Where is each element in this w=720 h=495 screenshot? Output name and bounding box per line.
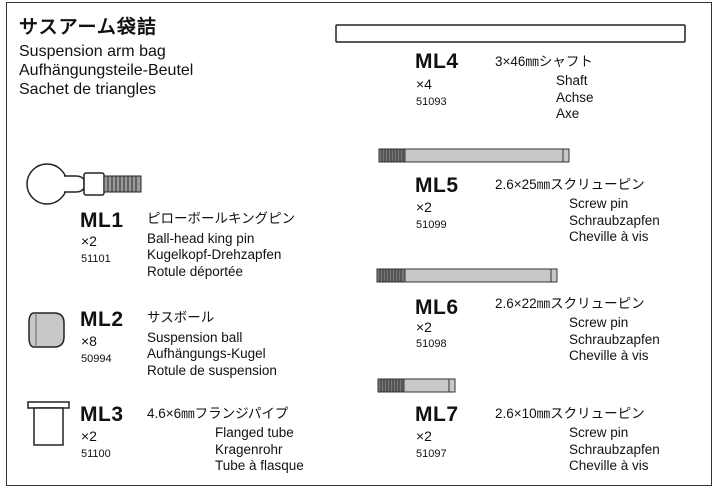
part-desc-ml5: Screw pin Schraubzapfen Cheville à vis bbox=[569, 196, 660, 246]
parts-panel-frame bbox=[6, 2, 712, 486]
part-name-fr-ml6: Cheville à vis bbox=[569, 348, 649, 363]
part-name-de-ml3: Kragenrohr bbox=[215, 441, 283, 457]
part-name-de-ml1: Kugelkopf-Drehzapfen bbox=[147, 247, 282, 262]
bag-title-jp: サスアーム袋詰 bbox=[19, 17, 157, 38]
part-qty-ml1: ×2 bbox=[81, 233, 97, 249]
part-desc-ml2: サスボール Suspension ball Aufhängungs-Kugel … bbox=[147, 310, 277, 379]
part-desc-ml7: Screw pin Schraubzapfen Cheville à vis bbox=[569, 425, 660, 475]
screw-pin-drawing-ml5 bbox=[378, 148, 570, 163]
part-code-ml3: ML3 bbox=[80, 403, 124, 426]
part-name-en-ml7: Screw pin bbox=[569, 425, 629, 440]
part-name-jp-ml7: 2.6×10㎜スクリューピン bbox=[495, 406, 645, 421]
part-name-de-ml6: Schraubzapfen bbox=[569, 331, 660, 347]
screw-pin-drawing-ml7 bbox=[377, 378, 456, 393]
shaft-drawing-ml4 bbox=[335, 24, 686, 43]
part-name-de-ml4: Achse bbox=[556, 89, 594, 105]
part-number-ml5: 51099 bbox=[416, 219, 447, 231]
part-desc-ml1: ピローボールキングピン Ball-head king pin Kugelkopf… bbox=[147, 211, 295, 280]
part-desc-ml6: Screw pin Schraubzapfen Cheville à vis bbox=[569, 315, 660, 365]
part-name-jp-ml1: ピローボールキングピン bbox=[147, 211, 296, 226]
part-number-ml3: 51100 bbox=[81, 448, 111, 460]
part-code-ml2: ML2 bbox=[80, 308, 124, 331]
part-code-ml4: ML4 bbox=[415, 50, 459, 73]
part-number-ml1: 51101 bbox=[81, 253, 111, 265]
part-qty-ml2: ×8 bbox=[81, 333, 97, 349]
part-name-en-ml5: Screw pin bbox=[569, 196, 629, 211]
part-name-fr-ml3: Tube à flasque bbox=[215, 458, 304, 473]
part-name-jp-ml3: 4.6×6㎜フランジパイプ bbox=[147, 406, 289, 421]
part-name-jp-ml5: 2.6×25㎜スクリューピン bbox=[495, 177, 645, 192]
suspension-ball-drawing bbox=[28, 312, 65, 348]
part-code-ml7: ML7 bbox=[415, 403, 459, 426]
part-name-fr-ml1: Rotule déportée bbox=[147, 263, 244, 279]
part-qty-ml3: ×2 bbox=[81, 428, 97, 444]
part-name-en-ml4: Shaft bbox=[556, 73, 588, 88]
bag-title-fr: Sachet de triangles bbox=[19, 81, 156, 98]
part-name-en-ml6: Screw pin bbox=[569, 315, 629, 330]
part-name-en-ml2: Suspension ball bbox=[147, 329, 243, 345]
part-name-de-ml7: Schraubzapfen bbox=[569, 441, 660, 457]
screw-pin-drawing-ml6 bbox=[376, 268, 558, 283]
part-desc-ml3: Flanged tube Kragenrohr Tube à flasque bbox=[215, 425, 304, 475]
bag-title-en: Suspension arm bag bbox=[19, 43, 166, 60]
part-code-ml5: ML5 bbox=[415, 174, 459, 197]
part-name-jp-ml6: 2.6×22㎜スクリューピン bbox=[495, 296, 645, 311]
ball-head-king-pin-drawing bbox=[26, 163, 142, 205]
part-name-fr-ml5: Cheville à vis bbox=[569, 229, 649, 244]
part-name-de-ml5: Schraubzapfen bbox=[569, 212, 660, 228]
part-name-jp-ml4: 3×46㎜シャフト bbox=[495, 54, 593, 69]
part-name-en-ml1: Ball-head king pin bbox=[147, 230, 255, 246]
part-name-fr-ml2: Rotule de suspension bbox=[147, 362, 277, 378]
flanged-tube-drawing bbox=[27, 401, 70, 446]
part-desc-ml4: Shaft Achse Axe bbox=[556, 73, 594, 123]
part-qty-ml5: ×2 bbox=[416, 199, 432, 215]
part-name-en-ml3: Flanged tube bbox=[215, 425, 294, 440]
part-code-ml1: ML1 bbox=[80, 209, 124, 232]
part-qty-ml7: ×2 bbox=[416, 428, 432, 444]
part-number-ml4: 51093 bbox=[416, 96, 447, 108]
part-code-ml6: ML6 bbox=[415, 296, 459, 319]
bag-title-de: Aufhängungsteile-Beutel bbox=[19, 62, 194, 79]
part-number-ml6: 51098 bbox=[416, 338, 447, 350]
bag-header: サスアーム袋詰 Suspension arm bag Aufhängungste… bbox=[19, 12, 193, 99]
part-name-fr-ml4: Axe bbox=[556, 106, 580, 121]
part-name-fr-ml7: Cheville à vis bbox=[569, 458, 649, 473]
part-number-ml7: 51097 bbox=[416, 448, 447, 460]
part-number-ml2: 50994 bbox=[81, 353, 112, 365]
part-name-jp-ml2: サスボール bbox=[147, 310, 215, 325]
part-qty-ml4: ×4 bbox=[416, 76, 432, 92]
part-name-de-ml2: Aufhängungs-Kugel bbox=[147, 346, 266, 361]
part-qty-ml6: ×2 bbox=[416, 319, 432, 335]
